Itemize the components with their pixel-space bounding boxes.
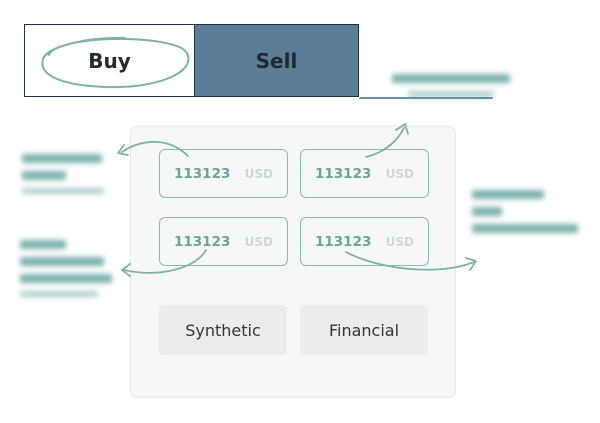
annotation-left-bottom — [20, 240, 112, 305]
arrowhead-left-bottom — [121, 263, 131, 277]
currency-label: USD — [244, 234, 273, 249]
amount-value: 113123 — [315, 165, 372, 182]
annotation-right — [472, 190, 578, 241]
buy-tab-label: Buy — [88, 48, 131, 73]
amount-value: 113123 — [315, 233, 372, 250]
amount-field-1[interactable]: 113123 USD — [159, 149, 288, 198]
amount-value: 113123 — [174, 233, 231, 250]
amount-value: 113123 — [174, 165, 231, 182]
synthetic-button[interactable]: Synthetic — [159, 305, 287, 355]
synthetic-button-label: Synthetic — [185, 320, 261, 340]
annotation-top-right — [392, 74, 510, 105]
amount-field-3[interactable]: 113123 USD — [159, 217, 288, 266]
amount-field-2[interactable]: 113123 USD — [300, 149, 429, 198]
sell-tab[interactable]: Sell — [195, 24, 359, 97]
sell-tab-label: Sell — [255, 48, 298, 73]
order-panel: 113123 USD 113123 USD 113123 USD 113123 … — [130, 126, 456, 398]
arrowhead-right-bottom — [465, 257, 477, 271]
buy-tab[interactable]: Buy — [24, 24, 195, 97]
currency-label: USD — [244, 166, 273, 181]
financial-button-label: Financial — [328, 320, 400, 340]
financial-button[interactable]: Financial — [300, 305, 428, 355]
buy-highlight-circle — [41, 36, 190, 89]
currency-label: USD — [385, 166, 414, 181]
arrowhead-left-top — [117, 144, 129, 156]
currency-label: USD — [385, 234, 414, 249]
amount-field-4[interactable]: 113123 USD — [300, 217, 429, 266]
annotation-left-top — [22, 154, 104, 202]
